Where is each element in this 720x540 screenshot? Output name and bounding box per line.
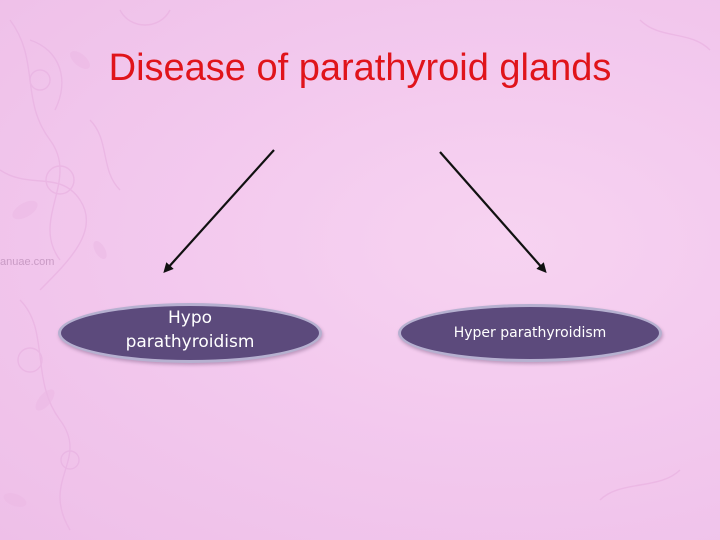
hyperparathyroidism-label: Hyper parathyroidism [453,325,607,341]
hyperparathyroidism-node: Hyper parathyroidism [398,304,662,362]
arrow-to-hypo [163,149,275,273]
hypoparathyroidism-label: Hypo parathyroidism [125,308,255,352]
slide-title: Disease of parathyroid glands [108,47,612,89]
hypoparathyroidism-node: Hypo parathyroidism [58,303,322,363]
watermark-text: anuae.com [0,256,55,268]
arrow-to-hyper [439,151,547,274]
